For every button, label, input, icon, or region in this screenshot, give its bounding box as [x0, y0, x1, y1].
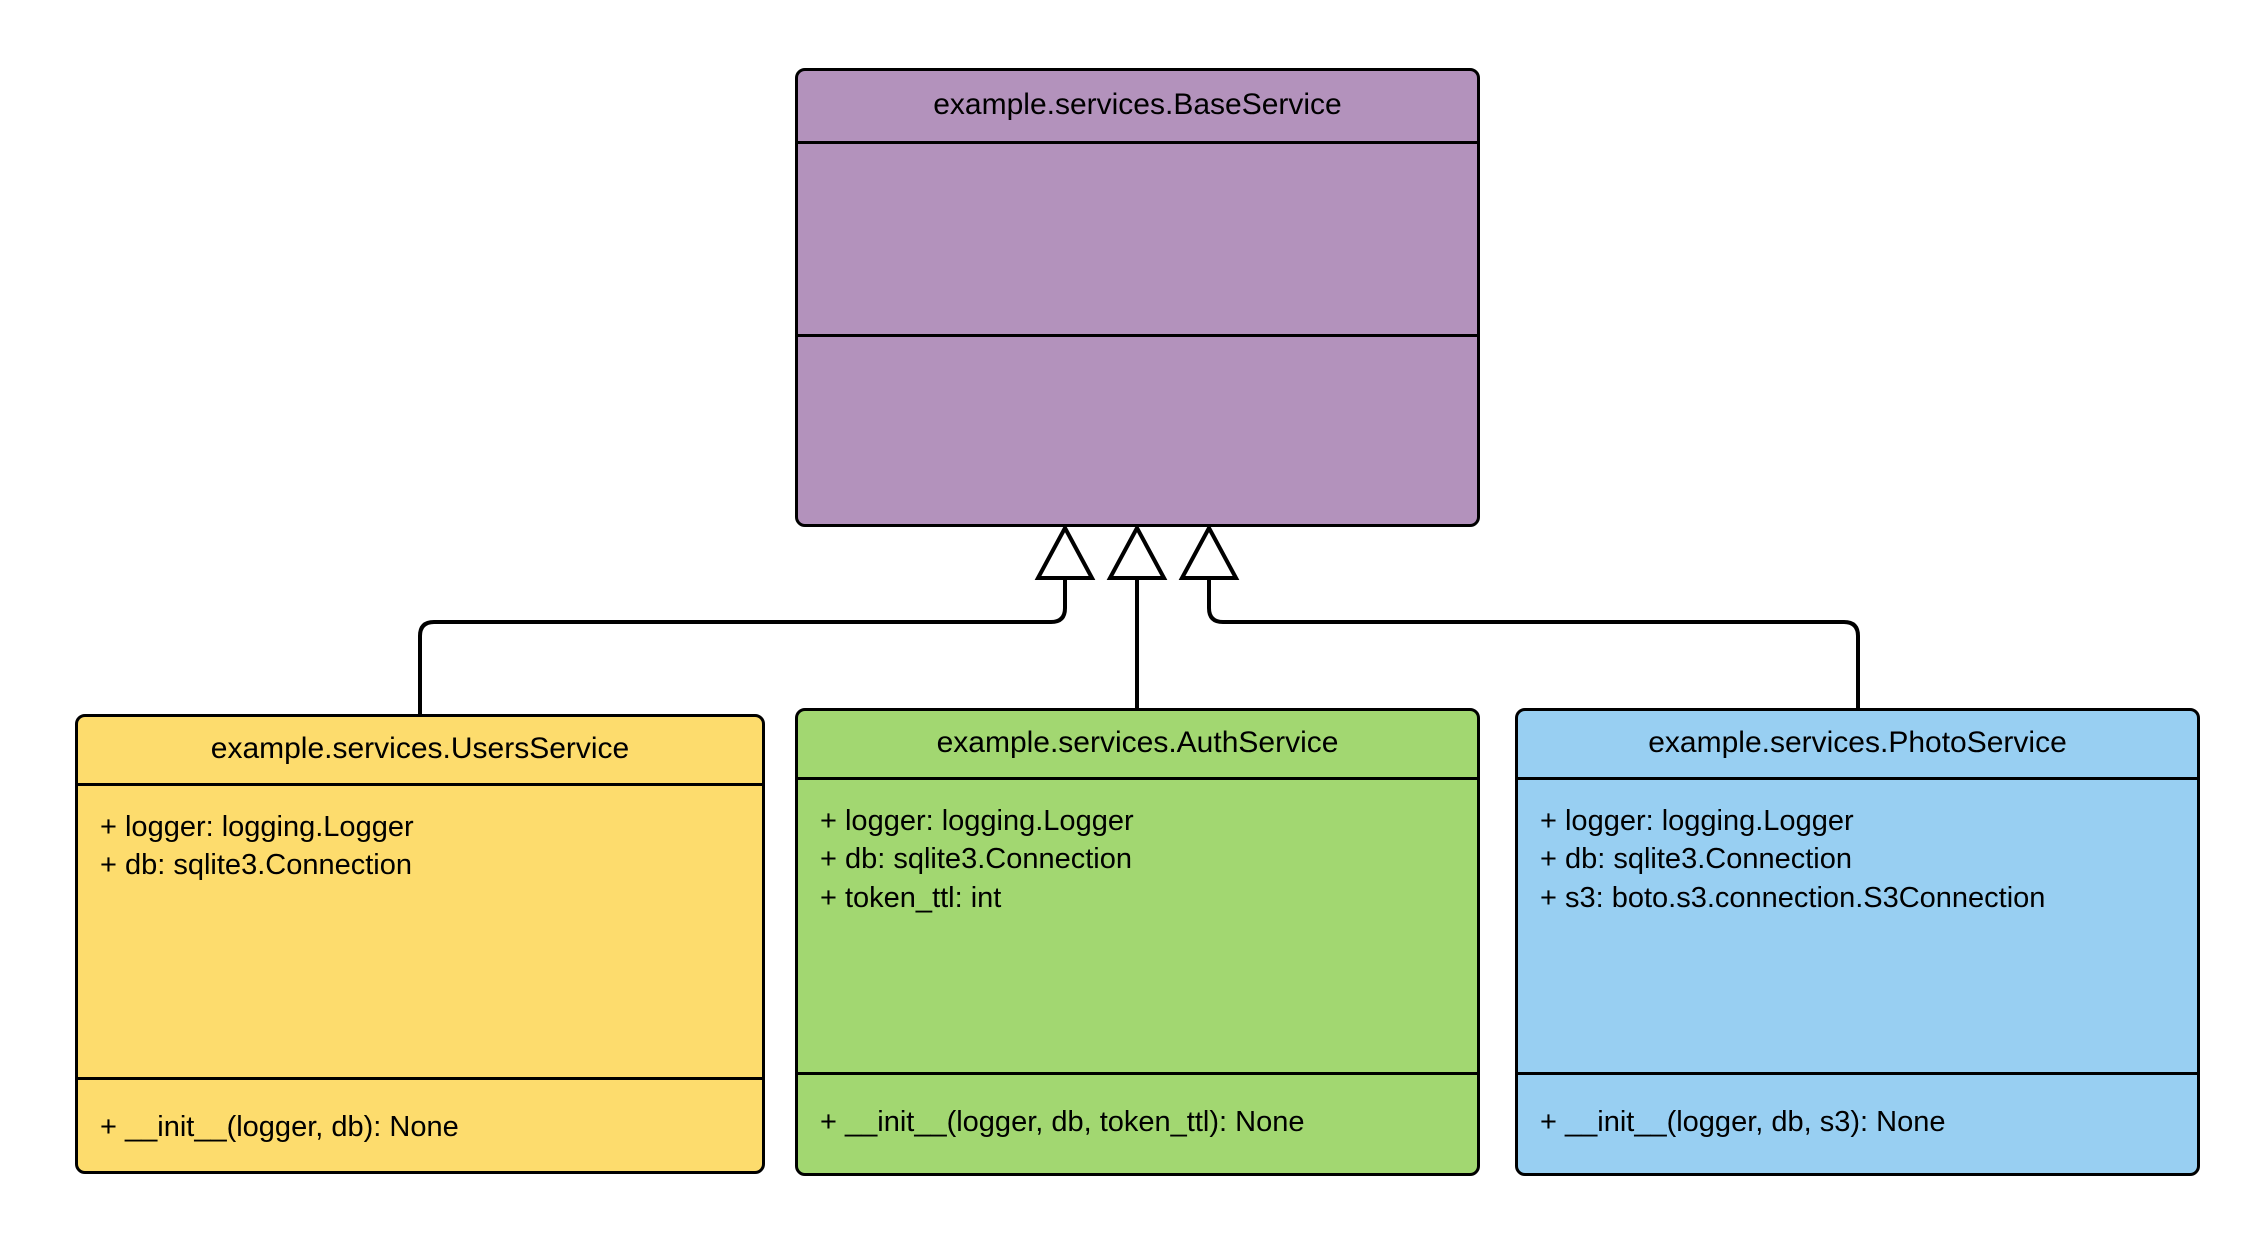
class-methods-users-service: + __init__(logger, db): None [78, 1080, 762, 1171]
class-attributes-base-service [798, 144, 1477, 337]
method-row: + __init__(logger, db): None [100, 1111, 459, 1143]
attribute-row: + db: sqlite3.Connection [820, 843, 1132, 876]
class-title-auth-service: example.services.AuthService [798, 711, 1477, 780]
attribute-row: + db: sqlite3.Connection [100, 849, 412, 882]
class-attributes-users-service: + logger: logging.Logger + db: sqlite3.C… [78, 786, 762, 1080]
attribute-row: + s3: boto.s3.connection.S3Connection [1540, 881, 2046, 914]
class-box-photo-service[interactable]: example.services.PhotoService + logger: … [1515, 708, 2200, 1176]
attribute-row: + logger: logging.Logger [100, 811, 414, 843]
class-methods-base-service [798, 337, 1477, 524]
class-box-base-service[interactable]: example.services.BaseService [795, 68, 1480, 527]
class-title-users-service: example.services.UsersService [78, 717, 762, 786]
method-row: + __init__(logger, db, token_ttl): None [820, 1106, 1305, 1138]
class-methods-photo-service: + __init__(logger, db, s3): None [1518, 1075, 2197, 1173]
class-box-auth-service[interactable]: example.services.AuthService + logger: l… [795, 708, 1480, 1176]
class-title-base-service: example.services.BaseService [798, 71, 1477, 144]
attribute-row: + logger: logging.Logger [1540, 805, 1854, 837]
class-attributes-auth-service: + logger: logging.Logger + db: sqlite3.C… [798, 780, 1477, 1075]
edge-photo-to-base[interactable] [1178, 523, 1860, 708]
attribute-row: + token_ttl: int [820, 881, 1002, 914]
inheritance-arrowhead [1178, 523, 1240, 580]
class-attributes-photo-service: + logger: logging.Logger + db: sqlite3.C… [1518, 780, 2197, 1075]
class-methods-auth-service: + __init__(logger, db, token_ttl): None [798, 1075, 1477, 1173]
inheritance-arrowhead [1034, 523, 1096, 580]
attribute-row: + db: sqlite3.Connection [1540, 843, 1852, 876]
edge-users-to-base[interactable] [418, 523, 1096, 714]
method-row: + __init__(logger, db, s3): None [1540, 1106, 1946, 1138]
edge-auth-to-base[interactable] [1106, 523, 1168, 708]
attribute-row: + logger: logging.Logger [820, 805, 1134, 837]
inheritance-arrowhead [1106, 523, 1168, 580]
class-title-photo-service: example.services.PhotoService [1518, 711, 2197, 780]
class-box-users-service[interactable]: example.services.UsersService + logger: … [75, 714, 765, 1174]
